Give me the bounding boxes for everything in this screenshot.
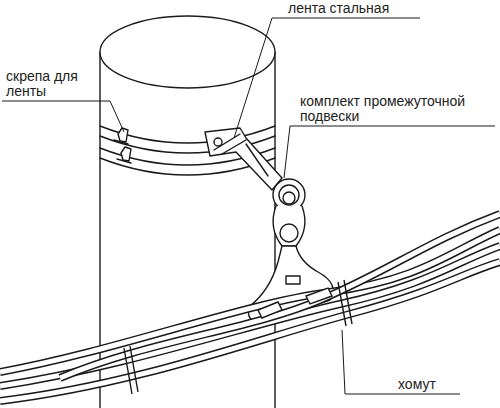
callout-label: лента стальная: [288, 1, 448, 16]
clamp-window: [286, 276, 300, 284]
clamp-grip: [258, 288, 332, 318]
callout-label: скрепа для ленты: [6, 69, 86, 99]
bracket: [214, 134, 268, 176]
cable-tie: [338, 280, 352, 326]
callout-label: комплект промежуточной подвески: [300, 94, 490, 124]
callout-label: хомут: [398, 377, 488, 392]
pole-top: [100, 16, 275, 88]
hanger-link: [273, 206, 305, 246]
bracket: [205, 128, 282, 190]
hanger-pin: [280, 224, 298, 242]
hanger-ring: [279, 185, 299, 205]
band-clamp: [114, 140, 131, 163]
bracket-hole: [214, 138, 222, 146]
cable-tie: [124, 346, 138, 394]
leader-line: [2, 101, 124, 132]
leader-line: [284, 126, 495, 178]
cable-bundle: [0, 214, 500, 401]
band-clamp: [118, 128, 131, 161]
hanger-bolt: [283, 192, 295, 204]
